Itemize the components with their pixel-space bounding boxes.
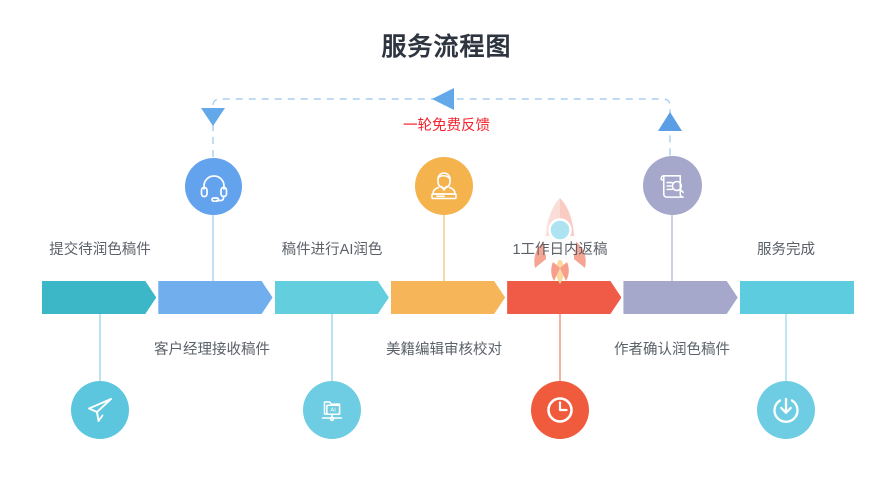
rocket-icon [523,196,597,293]
flow-bar [42,281,854,314]
flow-segment-return-draft[interactable] [507,281,621,314]
editor-person-icon [431,172,457,200]
caption-service-done: 服务完成 [757,242,815,258]
caption-account-manager: 客户经理接收稿件 [154,342,270,358]
caption-submit: 提交待润色稿件 [49,242,151,258]
node-submit[interactable] [71,381,129,439]
headset-icon [200,174,227,202]
flow-segment-editor-review[interactable] [391,281,505,314]
feedback-loop-label: 一轮免费反馈 [403,118,490,134]
loop-arrow-left [432,88,454,110]
paper-plane-icon [88,398,112,422]
node-author-confirm[interactable] [643,156,702,215]
flow-segment-shape [391,281,505,314]
node-account-manager[interactable] [185,158,242,215]
flow-segment-service-done[interactable] [739,281,854,314]
ai-folder-icon: AI [321,401,343,422]
svg-text:AI: AI [330,408,336,414]
caption-editor-review: 美籍编辑审核校对 [386,342,502,358]
node-return-draft[interactable] [531,381,589,439]
flow-segment-shape [739,281,854,314]
flow-segment-shape [158,281,272,314]
flow-segment-submit[interactable] [42,281,156,314]
caption-return-draft: 1工作日内返稿 [512,242,608,258]
node-ai-polish[interactable]: AI [303,381,361,439]
flow-segment-author-confirm[interactable] [623,281,737,314]
flow-segment-ai-polish[interactable] [275,281,389,314]
document-search-icon [660,175,684,198]
caption-ai-polish: 稿件进行AI润色 [281,242,383,258]
caption-author-confirm: 作者确认润色稿件 [614,342,730,358]
flow-segment-shape [42,281,156,314]
node-service-done[interactable] [757,381,815,439]
page-title: 服务流程图 [381,33,512,61]
flow-segment-shape [507,281,621,314]
node-editor-review[interactable] [415,157,473,215]
clock-icon [547,397,573,423]
flow-segment-shape [275,281,389,314]
flow-segment-account-manager[interactable] [158,281,272,314]
download-icon [773,397,799,423]
flow-segment-shape [623,281,737,314]
